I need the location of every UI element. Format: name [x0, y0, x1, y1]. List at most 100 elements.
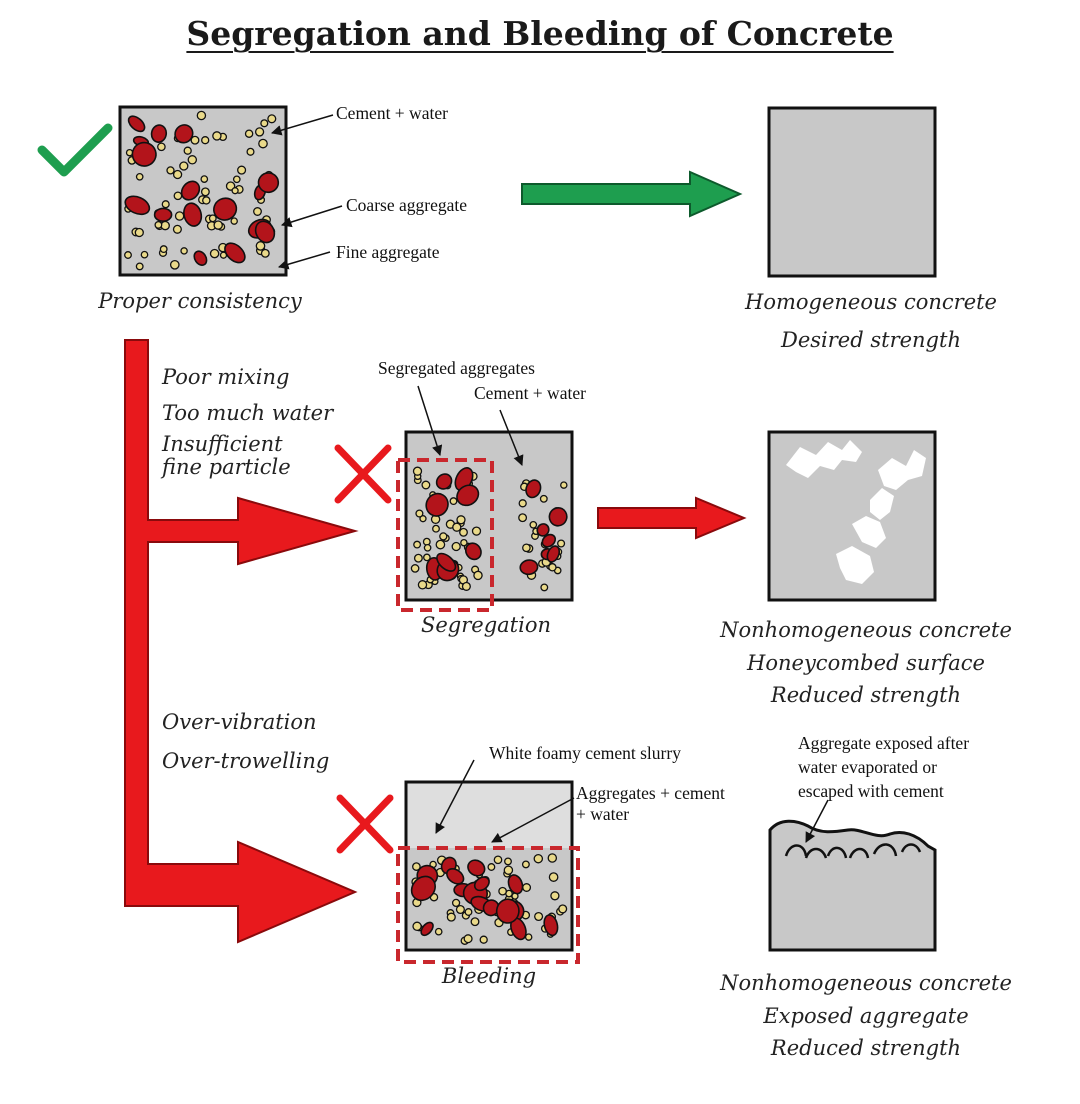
fine-aggregate-particle	[479, 935, 488, 944]
fine-aggregate-particle	[202, 196, 211, 205]
fine-aggregate-particle	[548, 563, 557, 572]
fine-aggregate-particle	[455, 904, 465, 915]
cause-item: Over-vibration	[162, 710, 317, 734]
fine-aggregate-particle	[196, 110, 207, 121]
fine-aggregate-particle	[451, 541, 461, 552]
proper-aggregate-fill	[124, 110, 280, 271]
fine-aggregate-particle	[169, 259, 180, 270]
coarse-aggregate-particle	[473, 876, 490, 892]
result-line: Nonhomogeneous concrete	[720, 971, 1012, 995]
coarse-aggregate-particle	[425, 492, 449, 517]
result-line: Desired strength	[781, 328, 961, 353]
fine-aggregate-particle	[449, 497, 458, 506]
fine-aggregate-particle	[174, 211, 185, 221]
fine-aggregate-particle	[160, 220, 170, 231]
fine-aggregate-label: Fine aggregate	[336, 242, 440, 262]
fine-aggregate-particle	[135, 262, 144, 271]
cement-water-label: Cement + water	[474, 383, 586, 403]
fine-aggregate-particle	[213, 220, 223, 230]
fine-aggregate-particle	[435, 539, 446, 550]
fine-aggregate-particle	[446, 912, 456, 922]
homogeneous-result: Homogeneous concrete Desired strength	[745, 289, 997, 354]
cross-icon	[336, 794, 394, 854]
coarse-aggregate-particle	[543, 914, 559, 937]
fine-aggregate-particle	[547, 853, 558, 863]
bleeding-result: Nonhomogeneous concrete Exposed aggregat…	[720, 967, 1012, 1065]
coarse-aggregate-particle	[410, 875, 436, 902]
coarse-aggregate-particle	[183, 202, 203, 227]
fine-aggregate-particle	[260, 119, 269, 128]
fine-aggregate-particle	[493, 855, 503, 865]
fine-aggregate-particle	[260, 248, 270, 258]
fine-aggregate-particle	[452, 522, 462, 532]
red-flow-connector	[124, 339, 359, 944]
fine-aggregate-particle	[124, 251, 132, 259]
coarse-aggregate-particle	[153, 207, 173, 223]
fine-aggregate-particle	[534, 911, 544, 922]
coarse-aggregate-particle	[420, 921, 434, 937]
coarse-aggregate-particle	[495, 898, 520, 924]
fine-aggregate-particle	[180, 247, 188, 255]
fine-aggregate-particle	[140, 250, 149, 259]
mix-label-line: + water	[576, 804, 630, 824]
fine-aggregate-particle	[154, 220, 163, 229]
fine-aggregate-particle	[423, 543, 432, 552]
fine-aggregate-particle	[134, 227, 144, 238]
segregation-caption: Segregation	[420, 613, 552, 637]
fine-aggregate-particle	[244, 129, 254, 138]
coarse-aggregate-particle	[548, 507, 568, 527]
coarse-aggregate-particle	[124, 195, 151, 216]
fine-aggregate-particle	[415, 509, 424, 518]
proper-caption: Proper consistency	[98, 289, 302, 313]
fine-aggregate-particle	[521, 860, 530, 869]
fine-aggregate-particle	[417, 580, 428, 590]
fine-aggregate-particle	[471, 526, 482, 536]
coarse-aggregate-particle	[180, 180, 201, 201]
fine-aggregate-particle	[504, 857, 512, 866]
coarse-aggregate-particle	[435, 473, 453, 490]
fine-aggregate-particle	[159, 245, 168, 254]
honeycomb-voids	[786, 440, 926, 584]
bleeding-caption: Bleeding	[441, 964, 537, 988]
fine-aggregate-particle	[254, 127, 265, 137]
segregated-highlight	[396, 458, 494, 612]
fine-aggregate-particle	[557, 539, 566, 548]
fine-aggregate-particle	[246, 147, 255, 156]
fine-aggregate-particle	[464, 908, 473, 916]
note-line: water evaporated or	[798, 757, 937, 778]
fine-aggregate-particle	[432, 524, 440, 533]
result-line: Nonhomogeneous concrete	[720, 618, 1012, 642]
exposed-aggregate-bumps	[784, 843, 922, 859]
coarse-aggregate-particle	[257, 172, 280, 194]
fine-aggregate-particle	[498, 886, 507, 896]
fine-aggregate-particle	[548, 872, 559, 882]
fine-aggregate-particle	[200, 187, 210, 197]
fine-aggregate-particle	[166, 166, 175, 175]
cement-water-label: Cement + water	[336, 103, 448, 123]
note-line: escaped with cement	[798, 781, 944, 802]
fine-aggregate-particle	[187, 155, 198, 165]
fine-aggregate-particle	[161, 200, 170, 209]
note-line: Aggregate exposed after	[798, 733, 970, 753]
fine-aggregate-particle	[413, 540, 422, 549]
segregated-aggregate-fill	[518, 479, 568, 592]
red-arrow	[597, 496, 747, 540]
cause-item: fine particle	[162, 454, 291, 479]
fine-aggregate-particle	[423, 553, 431, 562]
coarse-aggregate-particle	[467, 859, 486, 877]
fine-aggregate-particle	[230, 217, 238, 225]
result-line: Honeycombed surface	[747, 650, 985, 675]
coarse-aggregate-particle	[127, 115, 146, 133]
check-icon	[37, 123, 113, 177]
fine-aggregate-particle	[533, 853, 544, 864]
fine-aggregate-particle	[190, 135, 200, 145]
fine-aggregate-particle	[460, 538, 468, 547]
cause-item: Poor mixing	[162, 365, 290, 389]
fine-aggregate-particle	[503, 865, 514, 875]
green-arrow	[521, 170, 743, 218]
fine-aggregate-particle	[451, 898, 461, 908]
fine-aggregate-particle	[172, 169, 183, 180]
fine-aggregate-particle	[529, 520, 538, 529]
cause-item: Insufficient	[162, 431, 283, 456]
